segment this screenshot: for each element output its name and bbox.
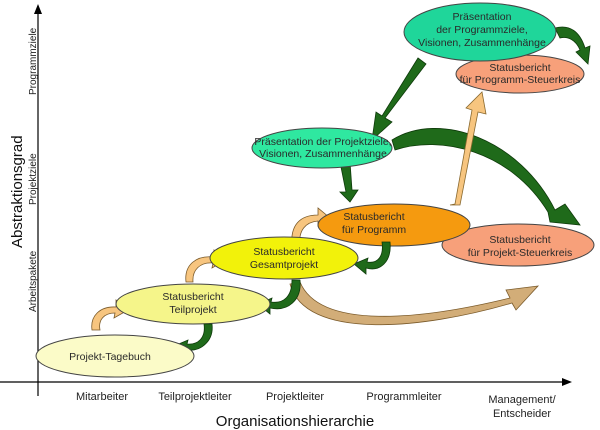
- x-tick-management: Management/: [488, 394, 556, 406]
- curl-programm-to-gesamt: [353, 241, 391, 275]
- y-tick-arbeitspakete: Arbeitspakete: [28, 250, 39, 312]
- x-tick-teilprojektleiter: Teilprojektleiter: [158, 391, 232, 403]
- svg-text:Präsentation der Projektziele,: Präsentation der Projektziele,: [254, 136, 391, 148]
- svg-text:Projekt-Tagebuch: Projekt-Tagebuch: [69, 351, 151, 363]
- node-statusbericht-programm: Statusbericht für Programm: [317, 203, 471, 247]
- svg-text:der Programmziele,: der Programmziele,: [436, 24, 528, 36]
- x-axis-arrow-icon: [562, 378, 572, 386]
- arrow-programm-to-programm-steuerkreis: [449, 91, 487, 206]
- svg-text:Visionen, Zusammenhänge: Visionen, Zusammenhänge: [259, 148, 387, 160]
- svg-text:für Programm: für Programm: [342, 224, 406, 236]
- arrow-gesamt-to-steuerkreis: [289, 281, 540, 326]
- x-tick-projektleiter: Projektleiter: [266, 391, 324, 403]
- arrow-projektziele-to-steuerkreis: [391, 128, 581, 226]
- x-tick-mitarbeiter: Mitarbeiter: [76, 391, 128, 403]
- node-statusbericht-gesamtprojekt: Statusbericht Gesamtprojekt: [209, 236, 359, 280]
- svg-text:für Projekt-Steuerkreis: für Projekt-Steuerkreis: [468, 247, 572, 259]
- arrow-projektziele-to-programm: [339, 161, 359, 203]
- node-programm-steuerkreis: Statusbericht für Programm-Steuerkreis: [455, 54, 585, 94]
- x-axis-title: Organisationshierarchie: [216, 413, 374, 430]
- node-praesentation-programmziele: Präsentation der Programmziele, Visionen…: [403, 2, 557, 62]
- svg-text:Statusbericht: Statusbericht: [489, 234, 550, 246]
- svg-text:Statusbericht: Statusbericht: [253, 246, 314, 258]
- y-tick-programmziele: Programmziele: [28, 27, 39, 95]
- svg-text:Visionen, Zusammenhänge: Visionen, Zusammenhänge: [418, 37, 546, 49]
- svg-text:Präsentation: Präsentation: [453, 11, 512, 23]
- arrow-programmziele-to-programm-steuerkreis: [554, 26, 591, 65]
- svg-text:Gesamtprojekt: Gesamtprojekt: [250, 259, 318, 271]
- arrow-programmziele-to-projektziele: [371, 57, 427, 142]
- y-axis-arrow-icon: [34, 4, 42, 14]
- node-praesentation-projektziele: Präsentation der Projektziele, Visionen,…: [251, 127, 393, 169]
- svg-text:Statusbericht: Statusbericht: [343, 211, 404, 223]
- node-statusbericht-teilprojekt: Statusbericht Teilprojekt: [115, 283, 271, 325]
- svg-text:Teilprojekt: Teilprojekt: [169, 304, 216, 316]
- y-tick-projektziele: Projektziele: [28, 153, 39, 205]
- svg-text:Statusbericht: Statusbericht: [489, 62, 550, 74]
- x-tick-entscheider: Entscheider: [493, 408, 551, 420]
- svg-text:für Programm-Steuerkreis: für Programm-Steuerkreis: [460, 74, 581, 86]
- x-tick-programmleiter: Programmleiter: [366, 391, 442, 403]
- node-projekt-steuerkreis: Statusbericht für Projekt-Steuerkreis: [441, 223, 595, 267]
- node-projekt-tagebuch: Projekt-Tagebuch: [35, 334, 195, 378]
- svg-text:Statusbericht: Statusbericht: [162, 291, 223, 303]
- y-axis-title: Abstraktionsgrad: [9, 135, 26, 248]
